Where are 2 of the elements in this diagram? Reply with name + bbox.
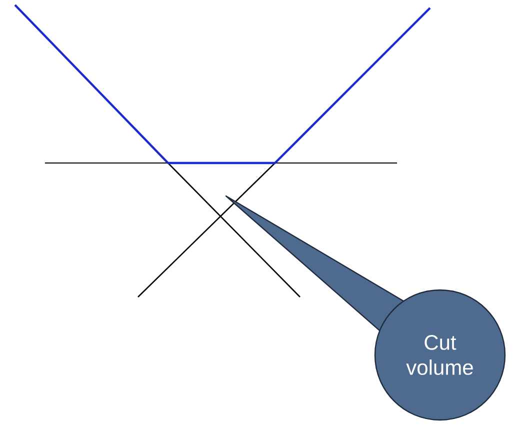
- callout-bubble: Cut volume: [225, 195, 506, 421]
- node-label: Cut volume: [406, 335, 473, 375]
